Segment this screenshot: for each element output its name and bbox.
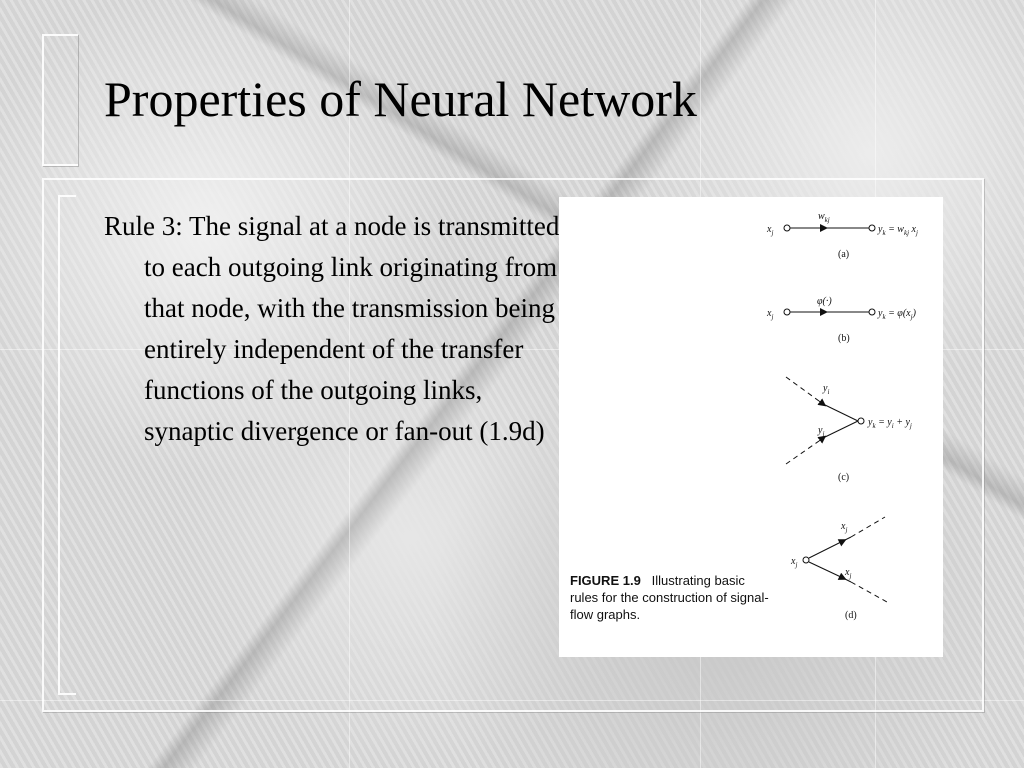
panel-d: xj xj xj (d) xyxy=(790,516,888,621)
node-icon xyxy=(783,224,791,232)
body-accent-bar xyxy=(58,195,76,695)
panel-a-label: (a) xyxy=(838,249,849,260)
panel-b-output-label: yk = φ(xj) xyxy=(877,308,917,321)
title-frame xyxy=(42,34,78,166)
background-gridline xyxy=(0,700,1024,701)
panel-b-function-label: φ(·) xyxy=(817,296,832,307)
panel-a-weight-label: wkj xyxy=(818,211,830,224)
signal-flow-graph-figure: xj wkj yk = wkj xj (a) xj φ(·) yk = φ(xj… xyxy=(766,211,918,621)
panel-b-label: (b) xyxy=(838,333,850,344)
slide-title: Properties of Neural Network xyxy=(104,71,697,127)
panel-a-input-label: xj xyxy=(766,224,773,237)
figure-caption-number: FIGURE 1.9 xyxy=(570,573,641,588)
panel-b-input-label: xj xyxy=(766,308,773,321)
background-gridline xyxy=(349,0,350,768)
figure-caption: FIGURE 1.9 Illustrating basic rules for … xyxy=(570,572,770,623)
panel-a: xj wkj yk = wkj xj (a) xyxy=(766,211,918,260)
panel-a-output-label: yk = wkj xj xyxy=(877,224,918,237)
panel-d-output2-label: xj xyxy=(844,567,851,580)
background-gridline xyxy=(0,349,1024,350)
node-icon xyxy=(868,308,876,316)
figure-panel: xj wkj yk = wkj xj (a) xj φ(·) yk = φ(xj… xyxy=(559,197,943,657)
node-icon xyxy=(783,308,791,316)
panel-d-label: (d) xyxy=(845,610,857,621)
panel-c-input2-label: yj xyxy=(817,425,824,438)
panel-c-output-label: yk = yi + yj xyxy=(867,417,912,430)
node-icon xyxy=(868,224,876,232)
panel-c-input1-label: yi xyxy=(822,383,829,396)
panel-b: xj φ(·) yk = φ(xj) (b) xyxy=(766,296,917,344)
body-frame xyxy=(42,178,984,712)
panel-c-label: (c) xyxy=(838,472,849,483)
figure-caption-text: Illustrating basic rules for the constru… xyxy=(570,573,769,622)
rule-text: Rule 3: The signal at a node is transmit… xyxy=(104,211,560,446)
panel-c: yi yj yk = yi + yj (c) xyxy=(785,376,912,483)
panel-d-input-label: xj xyxy=(790,556,797,569)
node-icon xyxy=(802,556,810,564)
panel-d-output1-label: xj xyxy=(840,521,847,534)
node-icon xyxy=(857,417,865,425)
